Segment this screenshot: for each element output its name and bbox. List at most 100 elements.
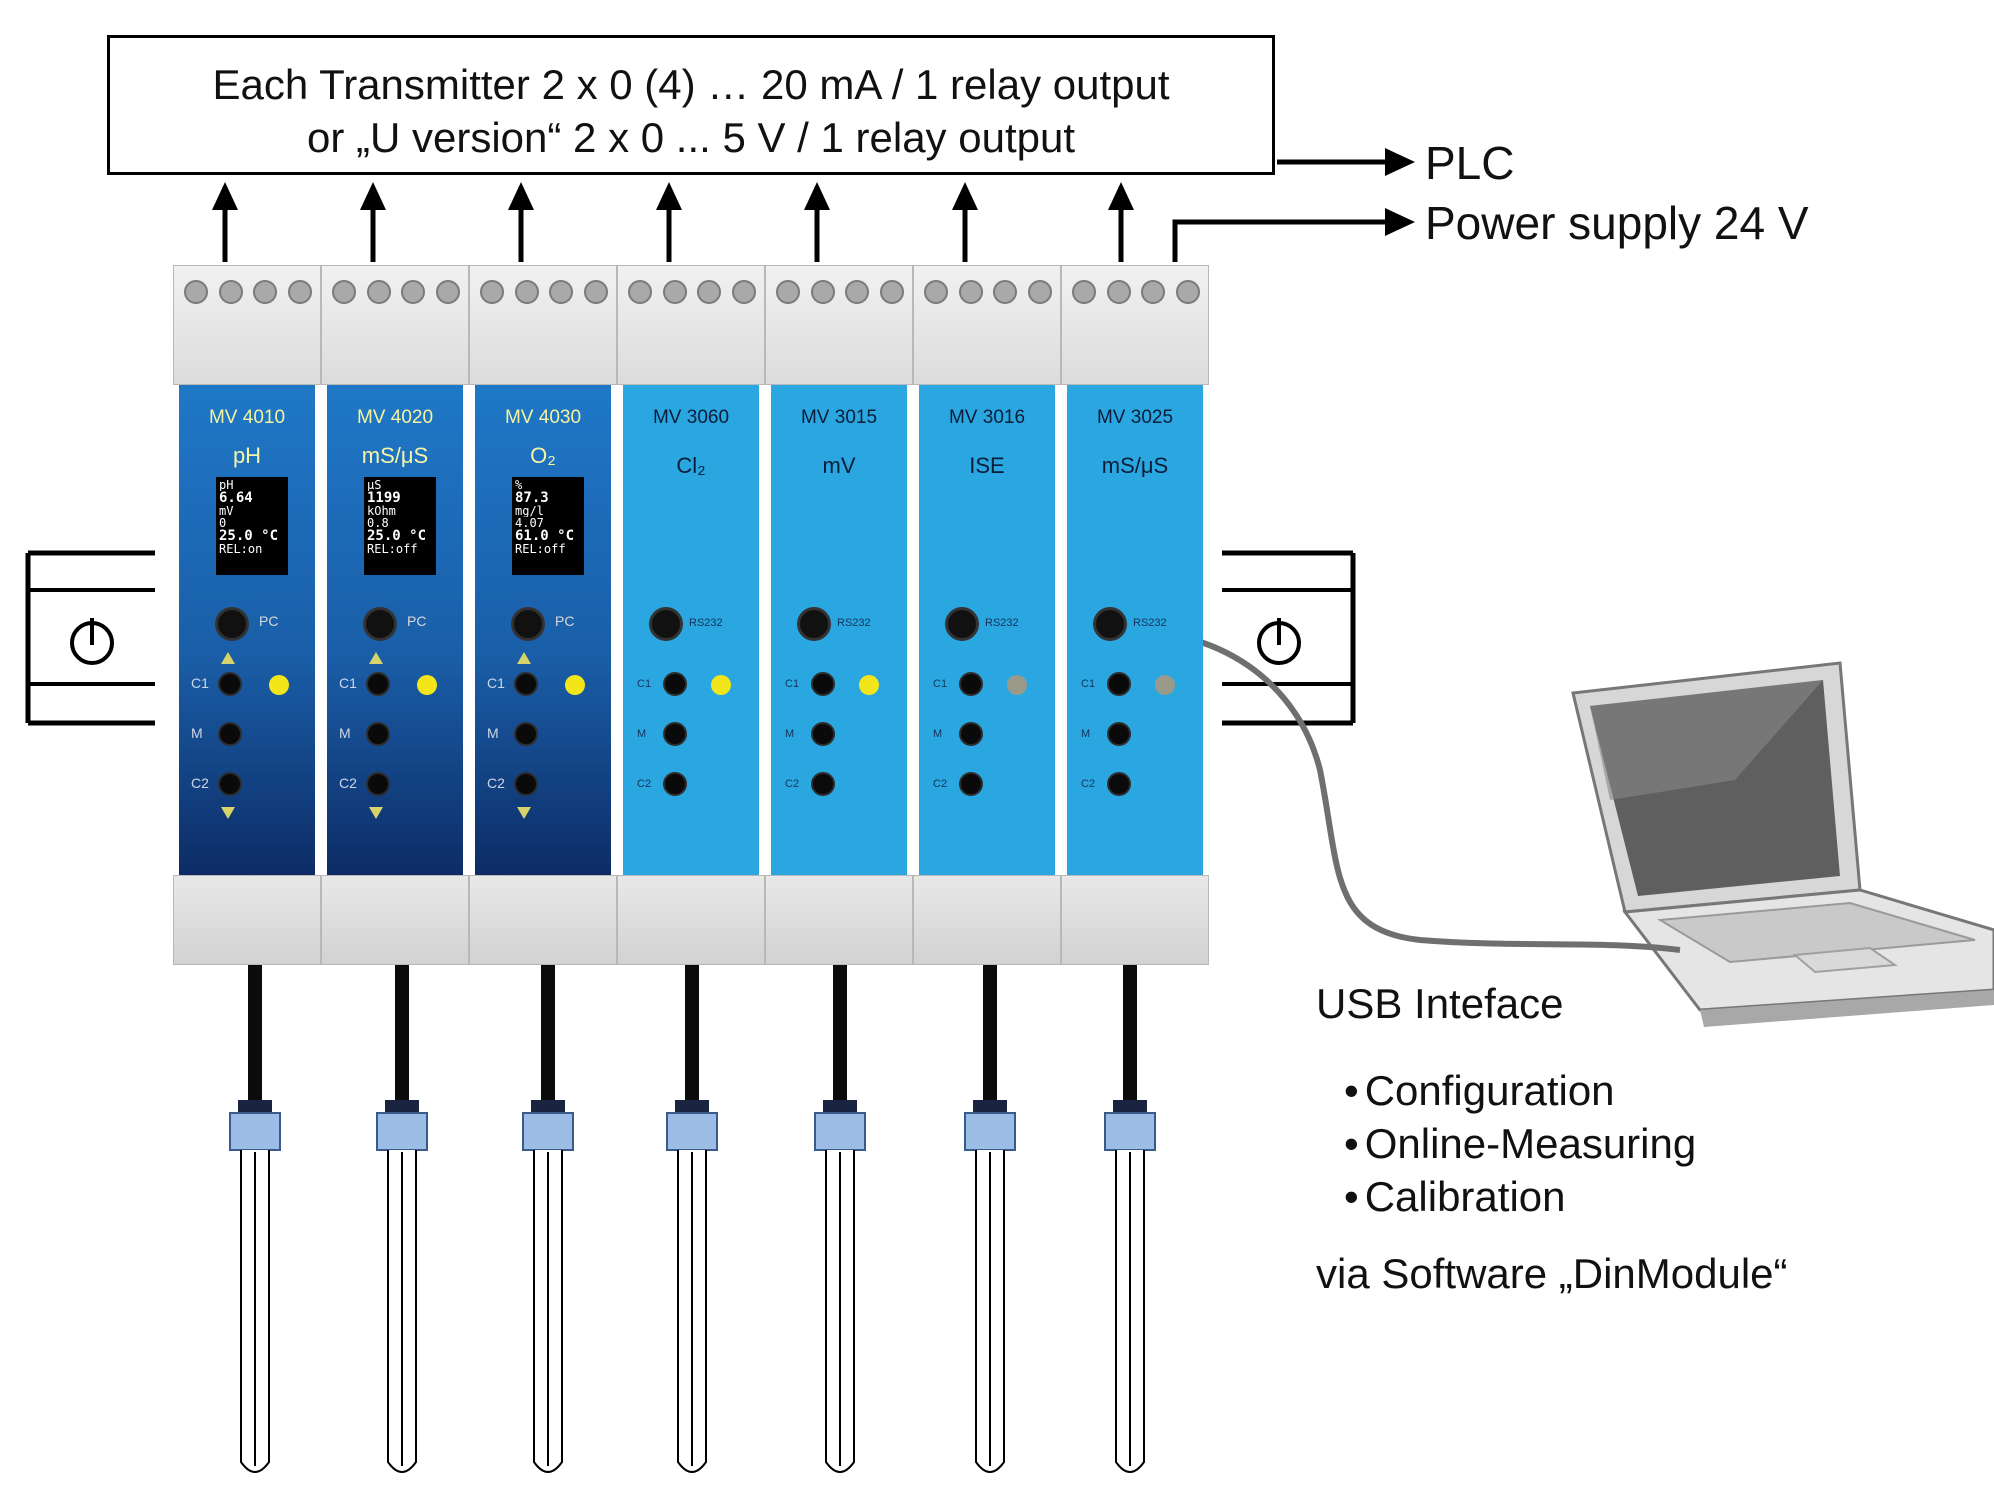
arrow-up-icon (508, 182, 534, 210)
module-terminal-block-top (1061, 265, 1209, 385)
module-model-label: MV 3016 (948, 407, 1026, 428)
terminal-screw-icon (810, 280, 835, 304)
terminal-screw-icon (583, 280, 608, 304)
c1-button[interactable] (366, 672, 390, 696)
software-note: via Software „DinModule“ (1316, 1250, 1788, 1297)
pc-port-jack[interactable] (215, 607, 249, 641)
din-rail-left (25, 550, 155, 726)
module-terminal-block-top (913, 265, 1061, 385)
terminal-screw-icon (218, 280, 243, 304)
feature-configuration: Configuration (1344, 1064, 1696, 1117)
arrow-up-icon (517, 652, 531, 664)
c1-button[interactable] (1107, 672, 1131, 696)
c2-button-label: C2 (637, 778, 652, 790)
m-button-label: M (637, 728, 647, 740)
display-line: 0.8 (367, 517, 389, 529)
m-button[interactable] (959, 722, 983, 746)
terminal-screw-icon (993, 280, 1018, 304)
display-line: REL:on (219, 543, 263, 555)
pc-port-jack[interactable] (1093, 607, 1127, 641)
module-unit-label: ISE (969, 453, 1005, 478)
pc-port-jack[interactable] (945, 607, 979, 641)
module-unit-label: mS/μS (361, 443, 429, 468)
power-arrow-head (1385, 208, 1415, 236)
c2-button[interactable] (1107, 772, 1131, 796)
c1-button-label: C1 (933, 678, 948, 690)
usb-cable (1123, 627, 1681, 953)
c1-button[interactable] (514, 672, 538, 696)
terminal-screw-icon (662, 280, 687, 304)
laptop-icon (1571, 661, 1994, 1027)
c2-button[interactable] (366, 772, 390, 796)
power-arrow-line (1172, 219, 1390, 262)
c2-button[interactable] (959, 772, 983, 796)
pc-port-jack[interactable] (363, 607, 397, 641)
module-terminal-block-top (617, 265, 765, 385)
module-terminal-block-bottom (321, 875, 469, 965)
pc-port-jack[interactable] (511, 607, 545, 641)
arrow-up-icon (212, 182, 238, 210)
sensor-probe (522, 965, 574, 1473)
terminal-screw-icon (1141, 280, 1166, 304)
relay-status-led (269, 675, 289, 695)
sensor-probe (666, 965, 718, 1473)
display-line: 25.0 °C (367, 529, 427, 543)
display-line: μS (367, 479, 382, 491)
c2-button[interactable] (663, 772, 687, 796)
relay-status-led (859, 675, 879, 695)
sensor-probe (376, 965, 428, 1473)
arrow-up-icon (952, 182, 978, 210)
terminal-screw-icon (776, 280, 800, 304)
m-button[interactable] (1107, 722, 1131, 746)
arrow-down-icon (221, 807, 235, 819)
terminal-screw-icon (924, 280, 948, 304)
c1-button[interactable] (959, 672, 983, 696)
pc-port-label: RS232 (985, 617, 1019, 629)
pc-port-label: PC (555, 613, 575, 629)
c1-button[interactable] (218, 672, 242, 696)
pc-port-jack[interactable] (797, 607, 831, 641)
terminal-screw-icon (879, 280, 904, 304)
din-rail-right (1222, 550, 1356, 726)
m-button[interactable] (663, 722, 687, 746)
terminal-screw-icon (332, 280, 356, 304)
c2-button-label: C2 (785, 778, 800, 790)
terminal-screw-icon (514, 280, 539, 304)
usb-feature-list: Configuration Online-Measuring Calibrati… (1344, 1064, 1697, 1223)
terminal-screw-icon (1027, 280, 1052, 304)
output-spec-box: Each Transmitter 2 x 0 (4) … 20 mA / 1 r… (107, 35, 1275, 175)
c2-button[interactable] (514, 772, 538, 796)
module-terminal-block-top (173, 265, 321, 385)
m-button[interactable] (811, 722, 835, 746)
display-line: 0 (219, 517, 227, 529)
usb-interface-title: USB Inteface (1316, 980, 1564, 1027)
relay-status-led (565, 675, 585, 695)
display-line: mV (219, 505, 234, 517)
module-model-label: MV 3015 (800, 407, 878, 428)
module-unit-label: mS/μS (1101, 453, 1169, 478)
module-terminal-block-bottom (617, 875, 765, 965)
c1-button[interactable] (663, 672, 687, 696)
module-unit-label: pH (232, 443, 262, 468)
feature-online-measuring: Online-Measuring (1344, 1117, 1697, 1170)
module-terminal-block-bottom (469, 875, 617, 965)
terminal-screw-icon (549, 280, 574, 304)
c1-button[interactable] (811, 672, 835, 696)
relay-status-led (711, 675, 731, 695)
pc-port-jack[interactable] (649, 607, 683, 641)
c1-button-label: C1 (487, 675, 505, 691)
m-button[interactable] (218, 722, 242, 746)
m-button[interactable] (366, 722, 390, 746)
c2-button[interactable] (218, 772, 242, 796)
arrow-up-icon (656, 182, 682, 210)
module-unit-label: Cl₂ (676, 453, 706, 478)
m-button[interactable] (514, 722, 538, 746)
c1-button-label: C1 (1081, 678, 1096, 690)
c2-button[interactable] (811, 772, 835, 796)
